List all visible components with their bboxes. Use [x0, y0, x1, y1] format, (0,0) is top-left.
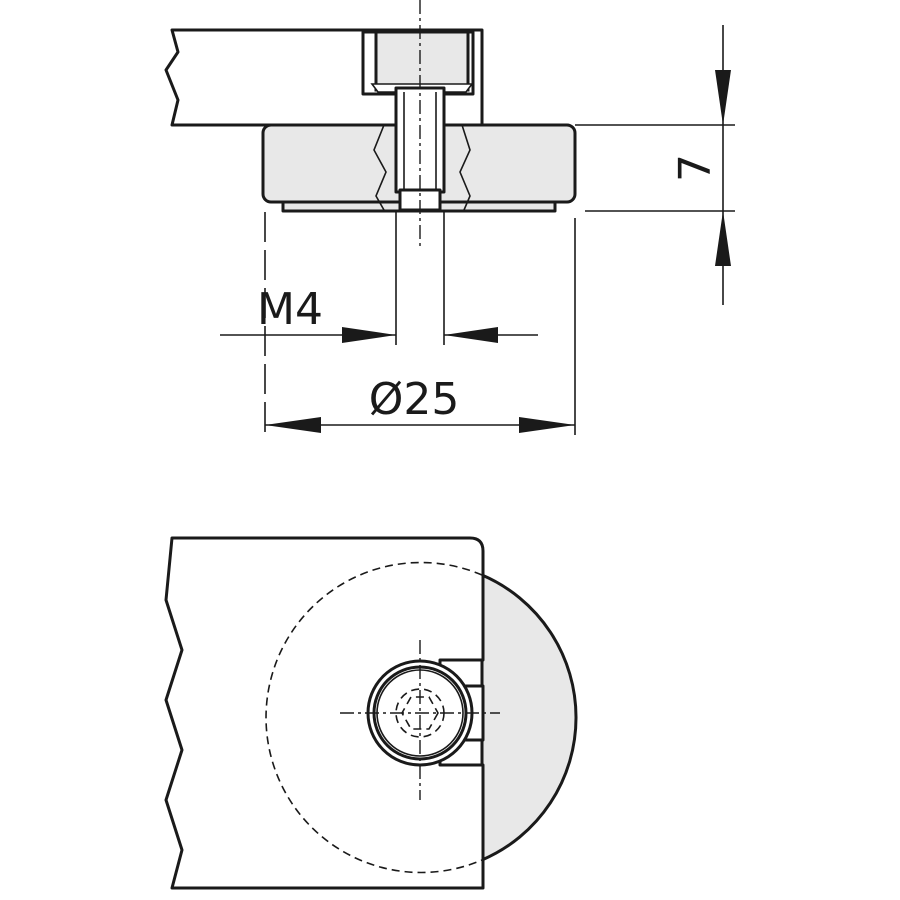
magnet-base-top — [480, 572, 578, 863]
diameter-dimension: Ø25 — [265, 374, 575, 433]
height-label: 7 — [670, 154, 721, 182]
thread-dimension: M4 — [220, 284, 538, 343]
break-left — [373, 124, 387, 211]
side-view: M4 Ø25 7 — [164, 0, 735, 435]
screw-head — [374, 30, 470, 92]
hidden-disc — [265, 561, 483, 874]
thread-label: M4 — [257, 284, 323, 335]
break-right — [459, 124, 471, 211]
height-dimension: 7 — [670, 25, 731, 305]
diameter-label: Ø25 — [369, 374, 460, 425]
top-view — [164, 536, 578, 890]
